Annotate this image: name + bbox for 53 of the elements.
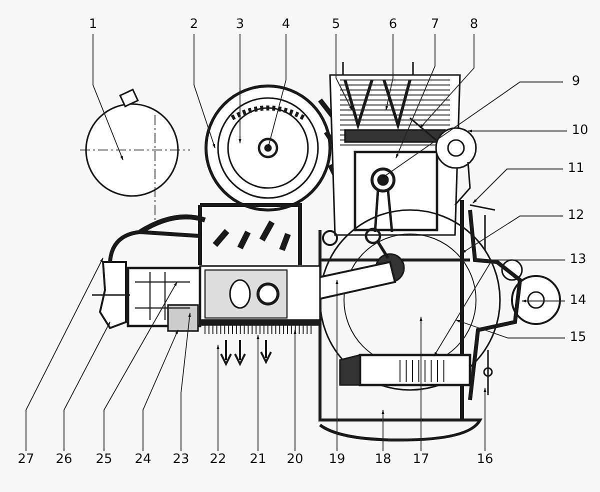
leader-line bbox=[104, 282, 178, 452]
leader-line bbox=[216, 344, 220, 452]
leader-line bbox=[64, 322, 110, 452]
callout-number: 13 bbox=[566, 252, 590, 268]
leader-line bbox=[382, 82, 564, 178]
leader-line bbox=[256, 334, 260, 452]
leader-line bbox=[142, 330, 178, 452]
callout-number: 23 bbox=[169, 452, 193, 468]
leader-line bbox=[92, 34, 124, 160]
callout-number: 3 bbox=[228, 17, 252, 33]
leader-line bbox=[396, 34, 436, 158]
callout-number: 2 bbox=[182, 17, 206, 33]
callout-number: 27 bbox=[14, 452, 38, 468]
leader-line bbox=[268, 34, 286, 148]
leader-line bbox=[336, 280, 338, 452]
callout-number: 18 bbox=[371, 452, 395, 468]
leader-line bbox=[456, 320, 566, 338]
leader-line bbox=[468, 130, 568, 132]
callout-number: 17 bbox=[409, 452, 433, 468]
callout-number: 9 bbox=[564, 74, 588, 90]
callout-number: 26 bbox=[52, 452, 76, 468]
leader-line bbox=[420, 34, 474, 128]
callout-number: 16 bbox=[473, 452, 497, 468]
callout-number: 5 bbox=[324, 17, 348, 33]
leader-line bbox=[484, 388, 486, 452]
callout-number: 20 bbox=[283, 452, 307, 468]
leader-line bbox=[26, 258, 104, 452]
callout-number: 6 bbox=[381, 17, 405, 33]
leader-line bbox=[194, 34, 216, 148]
callout-number: 21 bbox=[246, 452, 270, 468]
callout-number: 4 bbox=[274, 17, 298, 33]
leader-line bbox=[180, 312, 191, 452]
leader-line bbox=[238, 34, 242, 144]
callout-number: 22 bbox=[206, 452, 230, 468]
leader-line bbox=[434, 260, 566, 356]
leader-line bbox=[420, 316, 422, 452]
callout-number: 25 bbox=[92, 452, 116, 468]
callout-number: 8 bbox=[462, 17, 486, 33]
callout-number: 7 bbox=[423, 17, 447, 33]
callout-number: 14 bbox=[566, 293, 590, 309]
leader-line bbox=[462, 216, 564, 254]
leader-line bbox=[336, 34, 352, 110]
leader-line bbox=[386, 34, 394, 110]
leader-line bbox=[382, 410, 384, 452]
callout-number: 11 bbox=[564, 161, 588, 177]
callout-number: 12 bbox=[564, 208, 588, 224]
leader-line bbox=[472, 168, 564, 204]
leader-line bbox=[294, 330, 296, 452]
callout-number: 19 bbox=[325, 452, 349, 468]
callout-number: 15 bbox=[566, 330, 590, 346]
callout-number: 1 bbox=[81, 17, 105, 33]
callout-number: 24 bbox=[131, 452, 155, 468]
callout-number: 10 bbox=[568, 123, 592, 139]
